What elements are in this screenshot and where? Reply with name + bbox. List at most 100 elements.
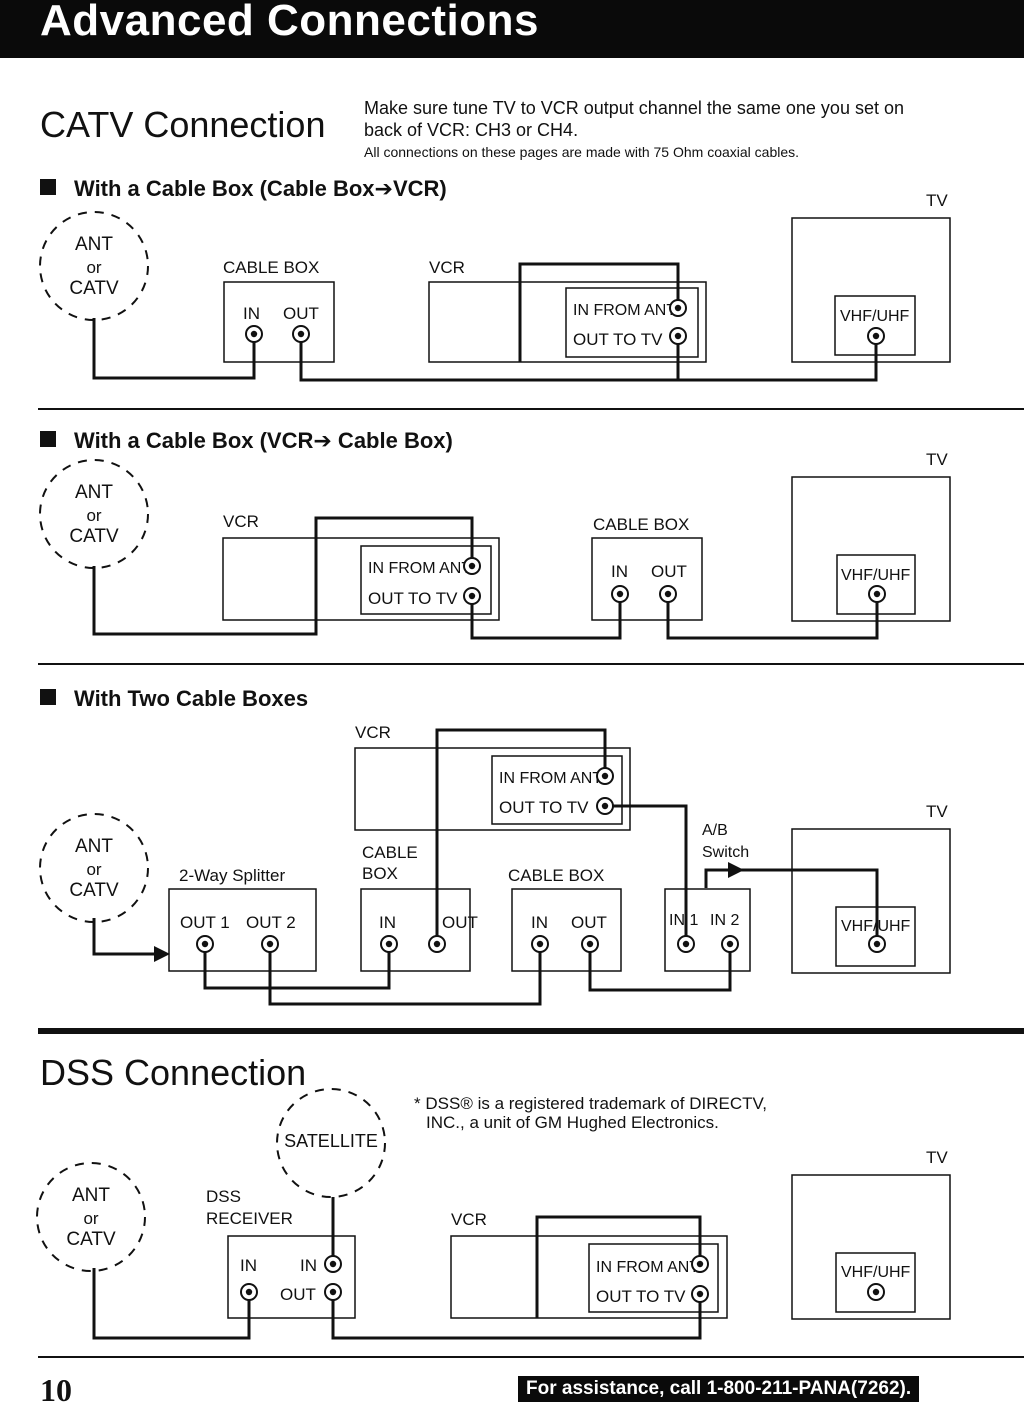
vcr-terminal-panel (588, 1243, 719, 1313)
box-label: BOX (362, 864, 398, 883)
subsection-title-3: With Two Cable Boxes (40, 686, 308, 712)
cables (92, 516, 879, 640)
page-number: 10 (40, 1372, 72, 1408)
page-title: Advanced Connections (40, 0, 539, 45)
diagram-vcr-to-cablebox: ANT or CATV VCR IN FROM ANT. OUT TO TV C… (39, 450, 951, 640)
in-from-ant-label: IN FROM ANT. (573, 302, 679, 319)
splitter-label: 2-Way Splitter (179, 866, 285, 885)
vcr-terminal-panel (565, 287, 699, 358)
subsection-title-2-text: With a Cable Box (VCR➔ Cable Box) (74, 428, 453, 453)
catv-intro-line1: Make sure tune TV to VCR output channel … (364, 98, 904, 118)
in-label: IN (531, 913, 548, 932)
jack-icon (867, 1283, 885, 1301)
in-label: IN (240, 1256, 257, 1275)
in1-label: IN 1 (669, 912, 698, 929)
out-to-tv-label: OUT TO TV (368, 589, 458, 608)
dss-section-rule (38, 1028, 1024, 1034)
jack-icon (677, 935, 695, 953)
catv-label: CATV (69, 880, 119, 901)
in2-label: IN 2 (710, 912, 739, 929)
out-label: OUT (283, 304, 319, 323)
jack-icon (196, 935, 214, 953)
jack-icon (721, 935, 739, 953)
cables (92, 262, 878, 382)
jack-icon (428, 935, 446, 953)
jack-icon (659, 585, 677, 603)
cable-box-label: CABLE BOX (508, 866, 604, 885)
coax-note: All connections on these pages are made … (364, 144, 800, 160)
bullet-square-icon (40, 179, 56, 195)
vcr-box (428, 281, 707, 363)
out-label: OUT (442, 913, 478, 932)
jack-icon (240, 1283, 258, 1301)
jack-icon (261, 935, 279, 953)
vcr-box (222, 537, 500, 621)
vcr-label: VCR (355, 723, 391, 742)
dss-section-title: DSS Connection (40, 1052, 307, 1093)
satellite-label: SATELLITE (284, 1131, 378, 1151)
tv-box (791, 217, 951, 363)
out-to-tv-label: OUT TO TV (499, 798, 589, 817)
jack-icon (596, 797, 614, 815)
cables (92, 1197, 702, 1340)
tv-label: TV (926, 802, 948, 821)
page-header-bar: Advanced Connections (0, 0, 1024, 58)
jack-icon (324, 1255, 342, 1273)
vhf-uhf-label: VHF/UHF (840, 308, 910, 325)
trademark-text-1: DSS® is a registered trademark of DIRECT… (425, 1094, 767, 1113)
dss-label: DSS (206, 1187, 241, 1206)
vhf-uhf-label: VHF/UHF (841, 1264, 911, 1281)
or-label: or (86, 258, 101, 277)
vcr-label: VCR (451, 1210, 487, 1229)
catv-label: CATV (69, 526, 119, 547)
assistance-banner: For assistance, call 1-800-211-PANA(7262… (518, 1376, 920, 1402)
vhf-uhf-panel (835, 1252, 916, 1313)
vcr-label: VCR (429, 258, 465, 277)
cables (92, 728, 879, 1006)
ab-switch-box (664, 888, 751, 972)
vcr-terminal-panel (491, 755, 623, 825)
diagram-dss: ANT or CATV SATELLITE DSS RECEIVER IN IN… (36, 1088, 951, 1340)
in-from-ant-label: IN FROM ANT. (596, 1259, 702, 1276)
diagram-cablebox-to-vcr: ANT or CATV CABLE BOX IN OUT VCR IN FROM… (39, 191, 951, 382)
jack-icon (581, 935, 599, 953)
dss-receiver-box (227, 1235, 356, 1319)
jack-icon (669, 299, 687, 317)
or-label: or (83, 1209, 98, 1228)
tv-box (791, 828, 951, 974)
out-label: OUT (571, 913, 607, 932)
catv-section-title: CATV Connection (40, 104, 326, 145)
jack-icon (292, 325, 310, 343)
out-label: OUT (651, 562, 687, 581)
jack-icon (245, 325, 263, 343)
vcr-box (450, 1235, 728, 1319)
subsection-title-1: With a Cable Box (Cable Box➔VCR) (40, 176, 447, 202)
or-label: or (86, 860, 101, 879)
jack-icon (691, 1285, 709, 1303)
jack-icon (868, 935, 886, 953)
dss-trademark-line1: * DSS® is a registered trademark of DIRE… (414, 1094, 767, 1114)
out-to-tv-label: OUT TO TV (573, 330, 663, 349)
diagram-two-cable-boxes: ANT or CATV VCR IN FROM ANT. OUT TO TV 2… (39, 723, 951, 1006)
out-to-tv-label: OUT TO TV (596, 1287, 686, 1306)
jack-icon (691, 1255, 709, 1273)
ant-label: ANT (72, 1185, 110, 1206)
cable-box-1 (360, 888, 471, 972)
in-label: IN (611, 562, 628, 581)
bullet-square-icon (40, 689, 56, 705)
subsection-title-2: With a Cable Box (VCR➔ Cable Box) (40, 428, 453, 454)
in-label: IN (300, 1256, 317, 1275)
subsection-title-1-text: With a Cable Box (Cable Box➔VCR) (74, 176, 447, 201)
receiver-label: RECEIVER (206, 1209, 293, 1228)
out1-label: OUT 1 (180, 913, 230, 932)
catv-label: CATV (66, 1229, 116, 1250)
vcr-label: VCR (223, 512, 259, 531)
in-label: IN (243, 304, 260, 323)
ant-label: ANT (75, 836, 113, 857)
tv-label: TV (926, 1148, 948, 1167)
in-label: IN (379, 913, 396, 932)
cable-label: CABLE (362, 843, 418, 862)
splitter-box (168, 888, 317, 972)
trademark-asterisk: * (414, 1094, 421, 1113)
